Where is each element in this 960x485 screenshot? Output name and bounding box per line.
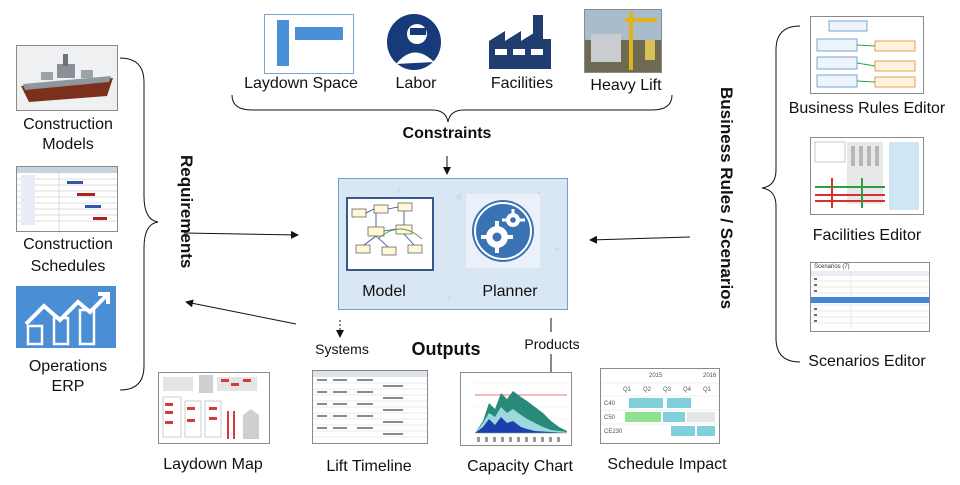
constraint-label-laydown-space: Laydown Space: [244, 75, 358, 92]
systems-label: Systems: [315, 341, 369, 357]
labor-icon: [386, 12, 442, 70]
schedule-q-1: Q1: [623, 387, 632, 393]
scenarios-editor-header: Scenarios (7): [814, 264, 850, 270]
output-label-schedule-impact: Schedule Impact: [607, 456, 727, 473]
outputs-title: Outputs: [411, 339, 481, 359]
constraints-brace: [231, 94, 673, 123]
requirement-label-construction-models-1: Construction: [23, 116, 113, 133]
requirement-label-operations-erp-2: ERP: [51, 378, 85, 395]
constraint-label-heavy-lift: Heavy Lift: [590, 77, 662, 94]
schedule-row-2: C50: [604, 415, 616, 421]
schedule-year-2: 2016: [703, 373, 717, 379]
schedule-q-2: Q2: [643, 387, 652, 393]
schedule-row-3: CE230: [604, 429, 623, 435]
laydown-space-icon: [264, 14, 354, 74]
construction-schedule-image: [16, 166, 118, 232]
output-label-capacity-chart: Capacity Chart: [467, 458, 573, 475]
business-rules-editor-label: Business Rules Editor: [788, 100, 946, 117]
planner-gear-icon: [466, 194, 540, 268]
model-label: Model: [362, 283, 406, 300]
schedule-q-4: Q4: [683, 387, 692, 393]
capacity-chart-thumbnail: [460, 372, 572, 446]
facilities-editor-label: Facilities Editor: [812, 227, 922, 244]
schedule-row-1: C40: [604, 401, 616, 407]
scenarios-editor-thumbnail: Scenarios (7): [810, 262, 930, 332]
construction-model-image: [16, 45, 118, 111]
requirements-title: Requirements: [177, 155, 196, 269]
schedule-impact-thumbnail: 2015 2016 Q1 Q2 Q3 Q4 Q1 C40 C50 CE230: [600, 368, 720, 444]
schedule-q-5: Q1: [703, 387, 712, 393]
business-rules-scenarios-title: Business Rules / Scenarios: [717, 87, 736, 310]
rules-to-center-arrow: [589, 235, 691, 244]
scenarios-editor-label: Scenarios Editor: [808, 353, 926, 370]
business-rules-brace: [761, 25, 801, 363]
schedule-q-3: Q3: [663, 387, 672, 393]
requirement-label-construction-schedules-2: Schedules: [30, 258, 106, 275]
constraints-title: Constraints: [402, 125, 492, 142]
factory-icon: [487, 15, 553, 70]
output-label-lift-timeline: Lift Timeline: [326, 458, 412, 475]
lift-timeline-thumbnail: [312, 370, 428, 444]
planner-label: Planner: [482, 283, 538, 300]
laydown-map-thumbnail: [158, 372, 270, 444]
heavy-lift-photo: [584, 9, 662, 73]
output-label-laydown-map: Laydown Map: [163, 456, 263, 473]
business-rules-editor-thumbnail: [810, 16, 924, 94]
feedback-to-requirements-arrow: [185, 299, 297, 325]
model-diagram-thumbnail: [346, 197, 434, 271]
facilities-editor-thumbnail: [810, 137, 924, 215]
requirements-brace: [119, 57, 159, 391]
schedule-year-1: 2015: [649, 373, 663, 379]
requirement-label-construction-models-2: Models: [42, 136, 94, 153]
products-label: Products: [524, 336, 580, 352]
requirements-to-center-arrow: [183, 230, 299, 239]
requirement-label-operations-erp-1: Operations: [28, 358, 108, 375]
requirement-label-construction-schedules-1: Construction: [23, 236, 113, 253]
operations-erp-icon: [16, 286, 116, 348]
constraint-label-facilities: Facilities: [490, 75, 554, 92]
constraint-label-labor: Labor: [395, 75, 437, 92]
